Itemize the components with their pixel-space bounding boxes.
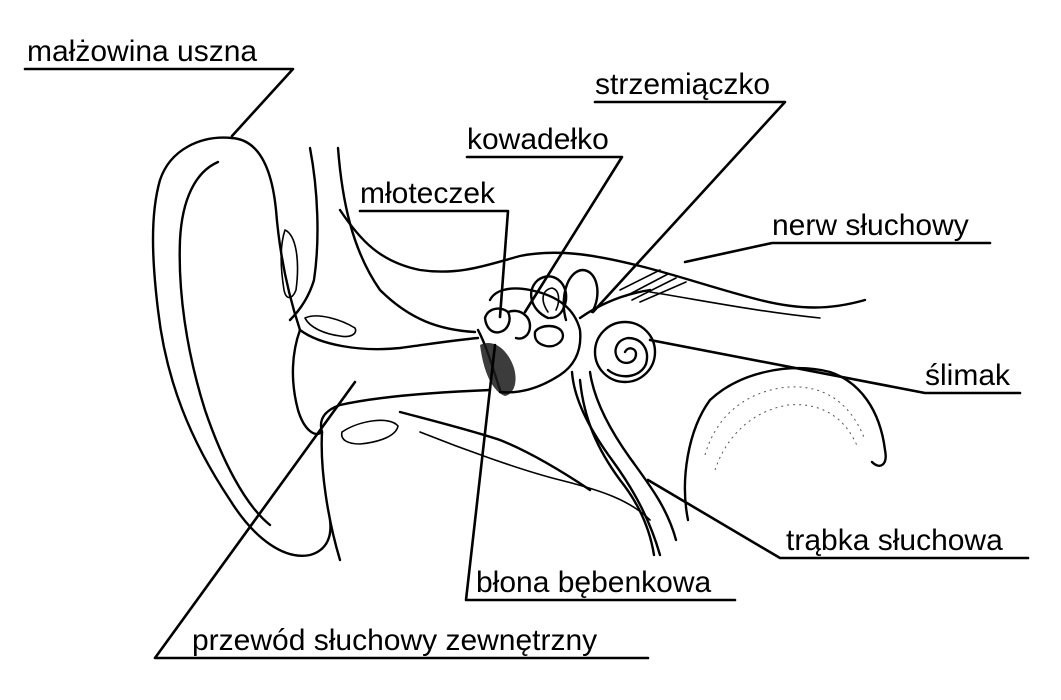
label-trabka-sluchowa: trąbka słuchowa	[786, 524, 1003, 557]
cochlea-outer	[593, 320, 657, 384]
temporal-bone-lower	[649, 291, 821, 319]
leader-kowadelko	[465, 155, 624, 314]
label-mloteczek: młoteczek	[360, 177, 496, 210]
pharynx-outline	[683, 367, 887, 522]
vestibule	[578, 288, 652, 320]
ear-canal-lower-wall	[319, 388, 492, 434]
pinna-inner-rim	[178, 160, 272, 527]
pharynx-texture-2	[714, 404, 859, 471]
leader-trabka	[646, 478, 1030, 560]
label-blona-bebenkowa: błona bębenkowa	[476, 566, 712, 599]
label-malzowina-uszna: małżowina uszna	[27, 35, 257, 68]
malleus-shape	[483, 307, 511, 334]
semicircular-canal-2	[562, 268, 599, 322]
leader-malzowina	[23, 67, 295, 138]
eustachian-tube-outer	[570, 370, 662, 557]
ear-canal-upper-wall	[336, 146, 477, 334]
label-nerw-sluchowy: nerw słuchowy	[772, 209, 969, 242]
eardrum-shade	[480, 342, 516, 396]
label-strzemiaczko: strzemiączko	[595, 68, 770, 101]
ear-canal-lower-outer	[320, 430, 342, 562]
pinna-outline	[151, 136, 332, 557]
leader-nerw	[683, 241, 992, 264]
label-kowadelko: kowadełko	[467, 123, 609, 156]
eustachian-tube-inner	[588, 370, 678, 542]
pharynx-texture	[704, 386, 866, 456]
lower-canal-bone	[340, 419, 399, 445]
concha-inner	[304, 315, 357, 338]
middle-ear-cavity	[488, 287, 582, 394]
pinna-helix-fold	[230, 136, 302, 332]
leader-lines	[23, 67, 1030, 660]
temporal-bone-top	[338, 208, 867, 309]
ear-drawing	[151, 136, 887, 562]
labels: małżowina uszna strzemiączko kowadełko m…	[27, 35, 1011, 657]
eustachian-tube-wall	[578, 378, 656, 557]
lower-skull-line	[419, 431, 651, 521]
leader-slimak	[648, 338, 1022, 395]
canal-floor	[398, 410, 592, 492]
antihelix	[288, 146, 319, 322]
tragus	[291, 328, 324, 436]
leader-mloteczek	[358, 209, 510, 319]
label-slimak: ślimak	[925, 359, 1011, 392]
incus-shape	[506, 309, 532, 340]
label-przewod-sluchowy-zewnetrzny: przewód słuchowy zewnętrzny	[192, 624, 597, 657]
nerve-fibers	[619, 269, 687, 303]
leader-blona	[464, 343, 737, 602]
semicircular-canal-3	[542, 287, 560, 313]
antihelix-groove	[280, 229, 299, 299]
ear-canal-upper-inner	[298, 328, 480, 351]
leader-strzemiaczko	[591, 100, 787, 314]
leader-przewod	[153, 380, 650, 660]
stapes-shape	[533, 324, 565, 348]
cochlea-spiral	[606, 336, 649, 378]
